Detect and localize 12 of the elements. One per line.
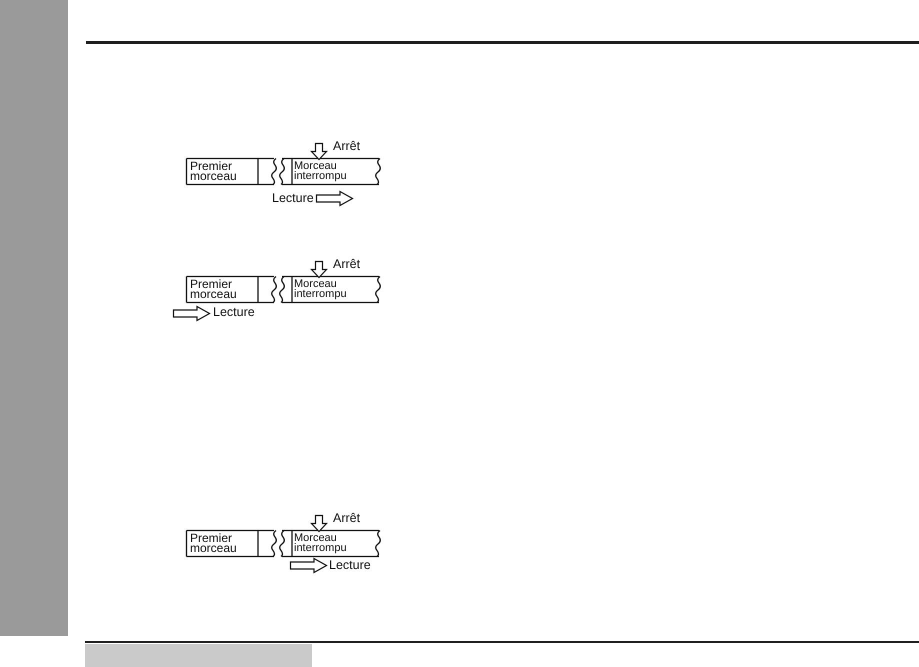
arrow-label: Arrêt <box>333 139 360 153</box>
arrow-label: Lecture <box>213 305 255 319</box>
tape-segment-text: Premier morceau <box>190 279 258 299</box>
tape-segment-text: Premier morceau <box>190 533 258 553</box>
tape-segment-text: Morceau interrompu <box>294 279 380 299</box>
arrow-label: Lecture <box>272 191 314 205</box>
tape-segment-text: Premier morceau <box>190 161 258 181</box>
arrow-label: Lecture <box>329 558 371 572</box>
arrow-label: Arrêt <box>333 257 360 271</box>
tape-segment-text: Morceau interrompu <box>294 161 380 181</box>
arrow-label: Arrêt <box>333 511 360 525</box>
tape-segment-text: Morceau interrompu <box>294 533 380 553</box>
